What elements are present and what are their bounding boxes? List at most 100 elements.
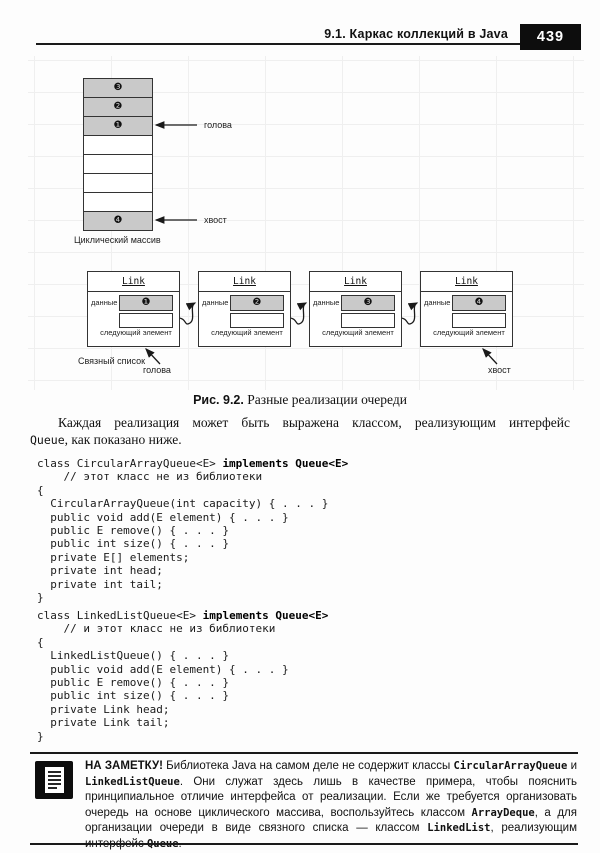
body-paragraph: Каждая реализация может быть выражена кл… [30,415,570,448]
note-lead: НА ЗАМЕТКУ! [85,760,167,772]
code-block-circular-array-queue: class CircularArrayQueue<E> implements Q… [37,457,348,604]
next-label: следующий элемент [322,328,394,337]
paragraph-line-2: Queue, как показано ниже. [30,432,570,449]
list-tail-label: хвост [488,365,511,375]
paragraph-line-1: Каждая реализация может быть выражена кл… [58,415,570,430]
array-cell-empty [84,193,152,212]
link-node-title: Link [199,272,290,292]
note-class-name: LinkedListQueue [85,775,180,788]
note-text: НА ЗАМЕТКУ! Библиотека Java на самом дел… [85,759,577,853]
code-line: private int tail; [37,577,163,591]
code-line: public void add(E element) { . . . } [37,662,289,676]
note-segment: , а для организации очереди в виде связн… [85,806,577,835]
code-line: public E remove() { . . . } [37,676,230,690]
next-pointer-box [452,313,506,328]
code-line: { [37,483,44,497]
data-label: данные [91,298,118,307]
array-cell-empty [84,155,152,174]
data-label: данные [202,298,229,307]
list-tail-arrow [482,348,498,365]
element-3: ❸ [113,82,123,93]
note-segment: . Они служат здесь лишь в качестве приме… [85,775,577,819]
running-head: 9.1. Каркас коллекций в Java [324,27,508,41]
inline-code-queue: Queue [30,432,65,447]
array-cell: ❸ [84,79,152,98]
figure-caption-text: Разные реализации очереди [247,392,407,407]
array-cell-empty [84,136,152,155]
next-pointer-box [341,313,395,328]
link-node-3: Link данные ❸ следующий элемент [309,271,402,347]
code-line: { [37,635,44,649]
code-line: } [37,729,44,743]
link-node-2: Link данные ❷ следующий элемент [198,271,291,347]
code-line: // этот класс не из библиотеки [37,470,263,484]
note-class-name: ArrayDeque [471,806,535,819]
list-head-arrow [145,348,161,365]
code-line: public void add(E element) { . . . } [37,510,289,524]
code-line: private Link head; [37,702,170,716]
array-caption: Циклический массив [74,235,161,245]
note-top-rule [30,752,578,754]
note-segment: Библиотека Java на самом деле не содержи… [166,760,454,772]
data-label: данные [424,298,451,307]
code-line: private E[] elements; [37,550,190,564]
code-line: private Link tail; [37,716,170,730]
node-value: ❹ [474,297,484,308]
link-node-4: Link данные ❹ следующий элемент [420,271,513,347]
note-class-name: CircularArrayQueue [453,760,568,772]
next-label: следующий элемент [100,328,172,337]
link-node-1: Link данные ❶ следующий элемент [87,271,180,347]
data-box: ❸ [341,295,395,311]
figure-arrow-lines [144,121,498,365]
list-head-label: голова [143,365,171,375]
element-4: ❹ [113,215,123,226]
node-value: ❶ [141,297,151,308]
next-arrow-3 [366,302,419,325]
data-box: ❷ [230,295,284,311]
figure-number: Рис. 9.2. [193,393,244,407]
linked-list-caption: Связный список [78,356,146,366]
data-label: данные [313,298,340,307]
node-value: ❸ [363,297,373,308]
code-block-linked-list-queue: class LinkedListQueue<E> implements Queu… [37,609,328,743]
array-cell: ❶ [84,117,152,136]
code-line: class CircularArrayQueue<E> implements Q… [37,457,349,470]
array-head-label: голова [204,120,232,130]
next-label: следующий элемент [433,328,505,337]
code-line: class LinkedListQueue<E> implements Queu… [37,609,329,622]
code-line: LinkedListQueue() { . . . } [37,649,230,663]
element-2: ❷ [113,101,123,112]
link-node-title: Link [421,272,512,292]
link-node-title: Link [88,272,179,292]
code-line: public int size() { . . . } [37,689,230,703]
code-line: public int size() { . . . } [37,537,230,551]
code-line: } [37,591,44,605]
next-pointer-box [230,313,284,328]
array-cell: ❹ [84,212,152,230]
note-icon [35,761,73,799]
array-cell-empty [84,174,152,193]
figure-caption: Рис. 9.2. Разные реализации очереди [0,392,600,408]
data-box: ❶ [119,295,173,311]
next-pointer-box [119,313,173,328]
code-line: public E remove() { . . . } [37,524,230,538]
code-line: private int head; [37,564,163,578]
next-label: следующий элемент [211,328,283,337]
array-tail-label: хвост [204,215,227,225]
next-arrow-1 [144,302,197,325]
node-value: ❷ [252,297,262,308]
note-segment: и [567,760,577,772]
figure-queue-implementations: ❸ ❷ ❶ ❹ голова хвост Циклический массив … [28,56,584,390]
code-line: // и этот класс не из библиотеки [37,622,276,636]
data-box: ❹ [452,295,506,311]
header-rule [36,43,581,45]
code-line: CircularArrayQueue(int capacity) { . . .… [37,497,329,511]
element-1: ❶ [113,120,123,131]
page-number-badge: 439 [520,24,581,50]
note-class-name: LinkedList [427,822,491,835]
next-arrow-2 [255,302,308,325]
circular-array: ❸ ❷ ❶ ❹ [83,78,153,231]
note-bottom-rule [30,843,578,845]
link-node-title: Link [310,272,401,292]
